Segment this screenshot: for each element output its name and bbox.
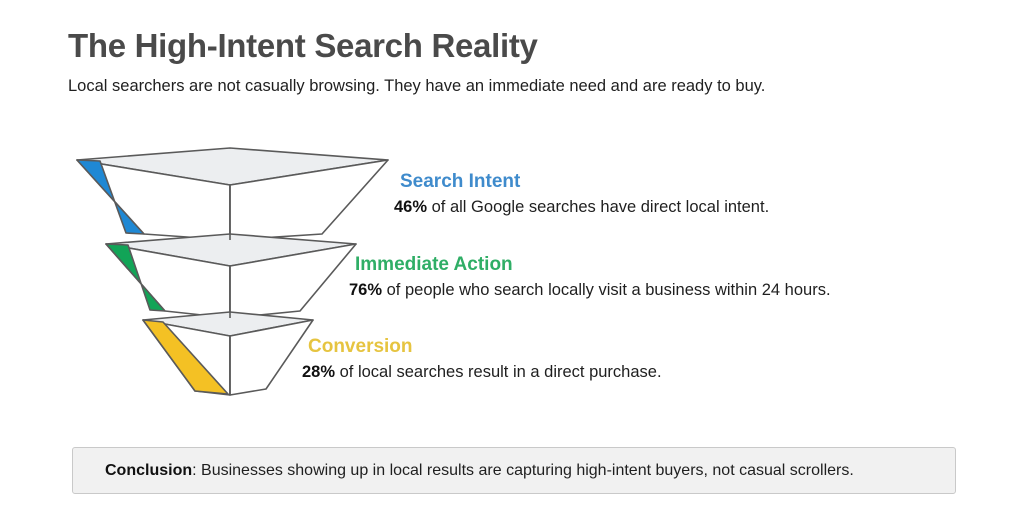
stage-statement-immediate-action: of people who search locally visit a bus… <box>386 281 831 299</box>
funnel-tier-immediate-action <box>105 233 357 319</box>
stage-statement-search-intent: of all Google searches have direct local… <box>431 198 770 216</box>
stage-desc-conversion: 28% of local searches result in a direct… <box>302 361 662 384</box>
funnel-stage-immediate-action[interactable]: Immediate Action 76% of people who searc… <box>349 253 831 302</box>
stage-title-immediate-action: Immediate Action <box>355 254 513 275</box>
stage-title-conversion: Conversion <box>308 336 413 357</box>
conclusion-separator: : <box>192 461 197 479</box>
funnel-stage-conversion[interactable]: Conversion 28% of local searches result … <box>302 335 662 384</box>
tier1-accent-panel <box>76 159 145 235</box>
tier2-accent-panel <box>105 243 166 312</box>
conclusion-text: Conclusion: Businesses showing up in loc… <box>73 460 854 482</box>
funnel-graphic <box>60 138 410 408</box>
page-subtitle: Local searchers are not casually browsin… <box>68 77 766 95</box>
stage-title-search-intent: Search Intent <box>400 171 521 192</box>
tier3-accent-panel <box>142 319 229 395</box>
funnel-tier-conversion <box>142 311 314 396</box>
stage-value-immediate-action: 76% <box>349 281 383 299</box>
stage-value-search-intent: 46% <box>394 198 428 216</box>
stage-value-conversion: 28% <box>302 363 336 381</box>
funnel-stage-search-intent[interactable]: Search Intent 46% of all Google searches… <box>394 170 769 219</box>
header: The High-Intent Search Reality Local sea… <box>68 26 968 97</box>
stage-desc-immediate-action: 76% of people who search locally visit a… <box>349 279 831 302</box>
funnel-svg <box>76 147 389 396</box>
conclusion-box: Conclusion: Businesses showing up in loc… <box>72 447 956 494</box>
conclusion-body: Businesses showing up in local results a… <box>201 461 854 479</box>
conclusion-lead: Conclusion <box>105 461 193 479</box>
page-title: The High-Intent Search Reality <box>68 27 538 64</box>
stage-desc-search-intent: 46% of all Google searches have direct l… <box>394 196 769 219</box>
stage-statement-conversion: of local searches result in a direct pur… <box>339 363 662 381</box>
funnel-tier-search-intent <box>76 147 389 241</box>
